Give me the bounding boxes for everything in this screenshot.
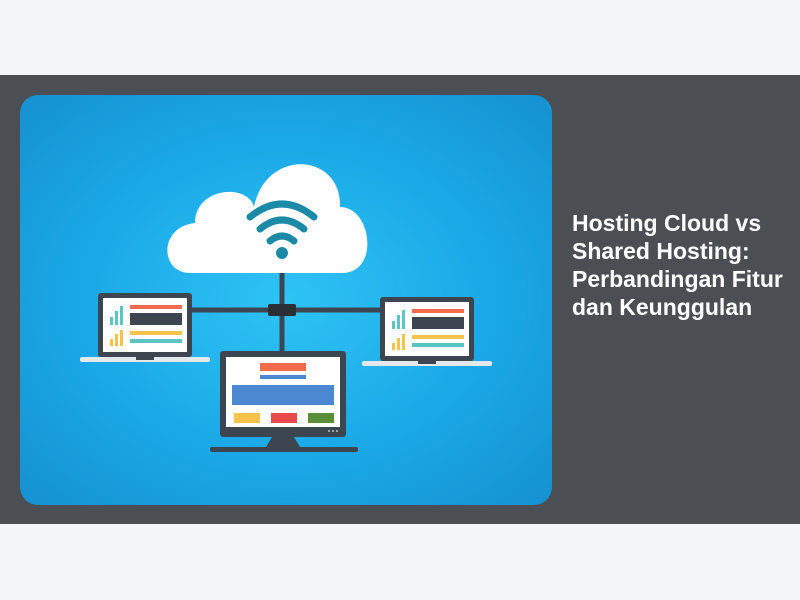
article-banner: Hosting Cloud vs Shared Hosting: Perband… [0,75,800,524]
page-bottom-spacer [0,524,800,600]
laptop-icon [362,297,492,366]
chart-icon [392,310,405,350]
network-hub [268,304,296,316]
feature-image [20,95,552,505]
chart-icon [110,306,123,346]
page-top-spacer [0,0,800,75]
cloud-icon [167,164,368,273]
monitor-icon [210,351,358,452]
laptop-icon [80,293,210,362]
wifi-icon [246,200,318,245]
article-title: Hosting Cloud vs Shared Hosting: Perband… [572,210,783,320]
wifi-dot [276,247,288,259]
network-illustration [80,164,492,452]
